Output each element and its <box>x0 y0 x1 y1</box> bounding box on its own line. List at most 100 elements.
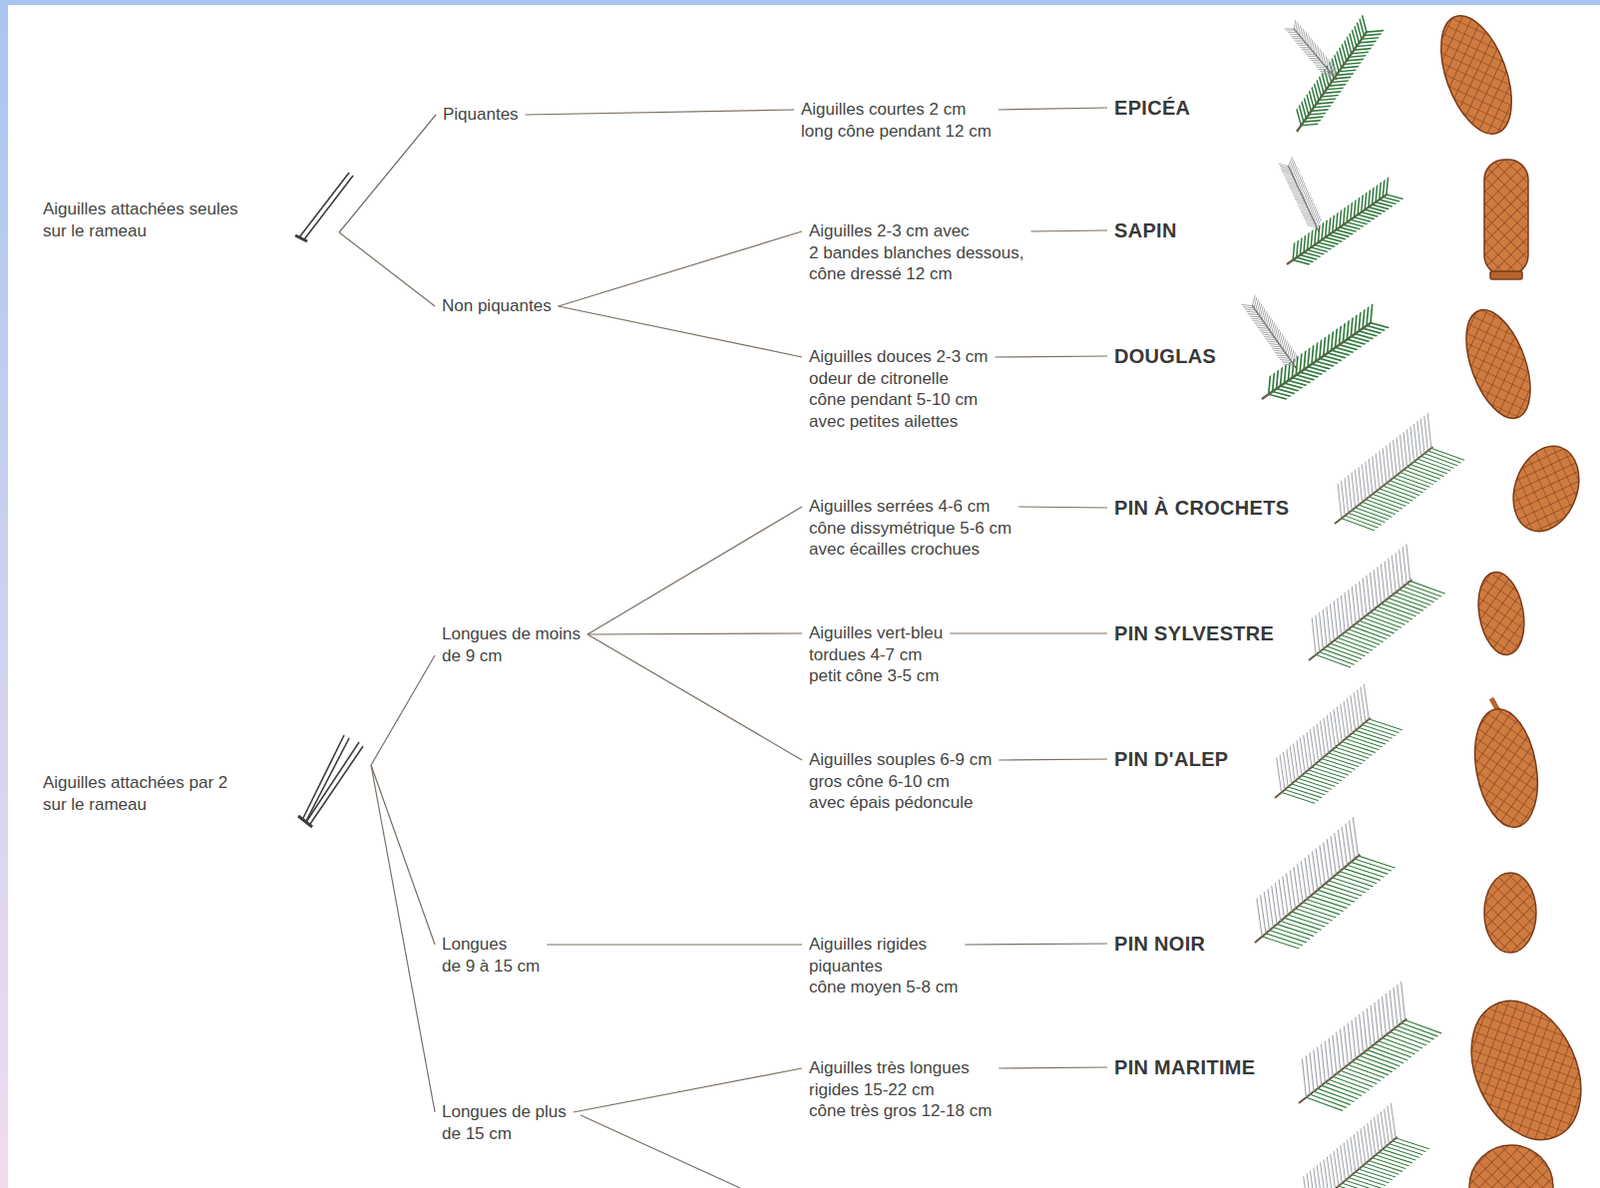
key-branch <box>1018 506 1108 508</box>
text-line: long cône pendant 12 cm <box>800 120 992 143</box>
cone-illustration <box>1427 5 1600 1188</box>
key-branch <box>949 632 1108 634</box>
key-text: Aiguilles vert-bleu tordues 4-7 cm petit… <box>808 622 943 688</box>
key-text: Longues de moins de 9 cm <box>441 623 581 667</box>
key-branch <box>558 231 802 307</box>
key-question: Piquantes <box>439 103 522 126</box>
key-branch <box>558 306 802 358</box>
text-line: Aiguilles souples 6-9 cm <box>808 749 992 772</box>
key-text: PIN À CROCHETS <box>1114 495 1289 520</box>
key-branch <box>371 655 435 766</box>
text-line: avec écailles crochues <box>808 538 1012 561</box>
text-line: gros cône 6-10 cm <box>808 771 992 794</box>
description-node: Aiguilles souples 6-9 cm gros cône 6-10 … <box>805 749 995 814</box>
key-branch <box>964 943 1108 945</box>
key-text: SAPIN <box>1114 218 1178 243</box>
key-text: PIN MARITIME <box>1114 1055 1255 1080</box>
text-line: Aiguilles serrées 4-6 cm <box>808 495 1012 518</box>
text-line: Piquantes <box>442 103 519 126</box>
description-node: Aiguilles courtes 2 cm long cône pendant… <box>798 98 995 142</box>
species-name: PIN D'ALEP <box>1111 747 1231 772</box>
text-line: PIN À CROCHETS <box>1114 495 1289 520</box>
key-text: Aiguilles rigides piquantes cône moyen 5… <box>808 933 958 999</box>
text-line: piquantes <box>808 955 958 978</box>
text-line: petit cône 3-5 cm <box>808 665 943 688</box>
branch-illustration <box>1243 22 1450 1188</box>
species-name: SAPIN <box>1111 218 1181 243</box>
description-node: Aiguilles serrées 4-6 cm cône dissymétri… <box>805 495 1015 561</box>
key-text: Piquantes <box>442 103 519 126</box>
text-line: avec petites ailettes <box>808 410 989 433</box>
text-line: odeur de citronelle <box>808 368 989 391</box>
text-line: rigides 15-22 cm <box>808 1079 992 1102</box>
frame-band <box>0 0 8 1188</box>
key-text: Aiguilles attachées seules sur le rameau <box>42 198 333 242</box>
text-line: Aiguilles attachées par 2 <box>42 772 365 795</box>
description-node: Aiguilles douces 2-3 cm odeur de citrone… <box>805 346 992 432</box>
key-branch <box>587 634 802 761</box>
key-branch <box>525 109 795 115</box>
key-branch <box>371 765 435 945</box>
key-text: Aiguilles 2-3 cm avec 2 bandes blanches … <box>808 220 1025 286</box>
key-text: EPICÉA <box>1114 95 1191 120</box>
key-text: PIN D'ALEP <box>1114 747 1228 772</box>
frame-band <box>0 0 1600 5</box>
key-branch <box>1031 230 1109 232</box>
text-line: Aiguilles courtes 2 cm <box>800 98 992 121</box>
text-line: Aiguilles vert-bleu <box>808 622 943 645</box>
text-line: PIN NOIR <box>1114 931 1205 956</box>
key-text: Non piquantes <box>441 295 552 318</box>
text-line: Longues de plus <box>441 1101 567 1124</box>
species-name: PIN NOIR <box>1111 931 1208 956</box>
text-line: cône moyen 5-8 cm <box>808 976 958 999</box>
key-text: PIN SYLVESTRE <box>1114 621 1274 646</box>
species-name: DOUGLAS <box>1111 344 1219 369</box>
text-line: PIN SYLVESTRE <box>1114 621 1274 646</box>
branch-line <box>580 1115 741 1188</box>
species-name: PIN SYLVESTRE <box>1111 621 1277 646</box>
species-name: PIN À CROCHETS <box>1111 495 1292 520</box>
key-text: DOUGLAS <box>1114 344 1216 369</box>
needle-icon <box>295 172 354 242</box>
text-line: Aiguilles attachées seules <box>42 198 333 221</box>
key-text: Aiguilles courtes 2 cm long cône pendant… <box>800 98 992 142</box>
key-question: Aiguilles attachées par 2 sur le rameau <box>39 758 368 815</box>
key-text: Aiguilles douces 2-3 cm odeur de citrone… <box>808 346 989 432</box>
key-branch <box>587 506 802 635</box>
key-branch <box>546 943 802 945</box>
key-branch <box>998 1067 1108 1069</box>
key-question: Non piquantes <box>438 295 555 318</box>
text-line: PIN MARITIME <box>1114 1055 1255 1080</box>
key-question: Longues de 9 à 15 cm <box>438 933 543 977</box>
text-line: SAPIN <box>1114 218 1178 243</box>
text-line: Longues <box>441 933 540 956</box>
key-branch <box>998 759 1108 761</box>
text-line: sur le rameau <box>42 794 365 816</box>
text-line: avec épais pédoncule <box>808 792 992 814</box>
description-node: Aiguilles 2-3 cm avec 2 bandes blanches … <box>805 220 1028 286</box>
text-line: cône pendant 5-10 cm <box>808 389 989 411</box>
text-line: DOUGLAS <box>1114 344 1216 369</box>
key-question: Aiguilles attachées seules sur le rameau <box>39 198 336 242</box>
key-branch <box>573 1068 802 1113</box>
text-line: EPICÉA <box>1114 95 1191 120</box>
species-name: EPICÉA <box>1111 95 1194 120</box>
text-line: sur le rameau <box>42 220 333 243</box>
key-branch <box>339 232 435 307</box>
key-text: PIN NOIR <box>1114 931 1205 956</box>
key-text: Aiguilles attachées par 2 sur le rameau <box>42 772 365 815</box>
description-node: Aiguilles très longues rigides 15-22 cm … <box>805 1057 995 1123</box>
key-text: Aiguilles serrées 4-6 cm cône dissymétri… <box>808 495 1012 561</box>
key-question: Longues de moins de 9 cm <box>438 623 584 667</box>
description-node: Aiguilles vert-bleu tordues 4-7 cm petit… <box>805 622 946 688</box>
text-line: Aiguilles rigides <box>808 933 958 956</box>
key-text: Aiguilles souples 6-9 cm gros cône 6-10 … <box>808 749 992 814</box>
key-text: Aiguilles très longues rigides 15-22 cm … <box>808 1057 992 1123</box>
key-text: Longues de 9 à 15 cm <box>441 933 540 977</box>
key-branch <box>995 356 1108 358</box>
text-line: Aiguilles très longues <box>808 1057 992 1080</box>
key-branch <box>339 114 436 233</box>
text-line: cône très gros 12-18 cm <box>808 1100 992 1123</box>
